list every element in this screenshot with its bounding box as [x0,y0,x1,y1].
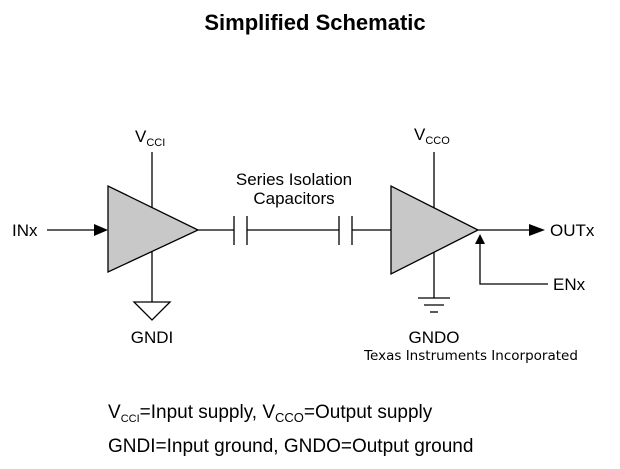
caps-label-line1: Series Isolation [236,170,352,189]
legend-line-2: GNDI=Input ground, GNDO=Output ground [108,436,473,457]
enable-label: ENx [553,275,586,294]
legend-line-1: VCCI=Input supply, VCCO=Output supply [108,402,433,425]
output-arrow-icon [529,224,545,236]
output-label: OUTx [550,221,595,240]
gndo-label: GNDO [409,328,460,347]
diagram-title: Simplified Schematic [204,10,425,35]
input-buffer-triangle [107,184,200,274]
gndi-ground-icon [132,301,172,321]
input-label: INx [12,221,38,240]
credit-text: Texas Instruments Incorporated [363,348,578,364]
enable-wire [479,244,548,285]
caps-label-line2: Capacitors [253,189,334,208]
enable-arrow-icon [475,234,485,244]
input-arrow-icon [94,224,108,236]
vcco-label: VCCO [414,125,450,147]
gndo-ground-icon [418,297,450,313]
gndi-label: GNDI [131,328,174,347]
vcci-label: VCCI [135,127,165,149]
